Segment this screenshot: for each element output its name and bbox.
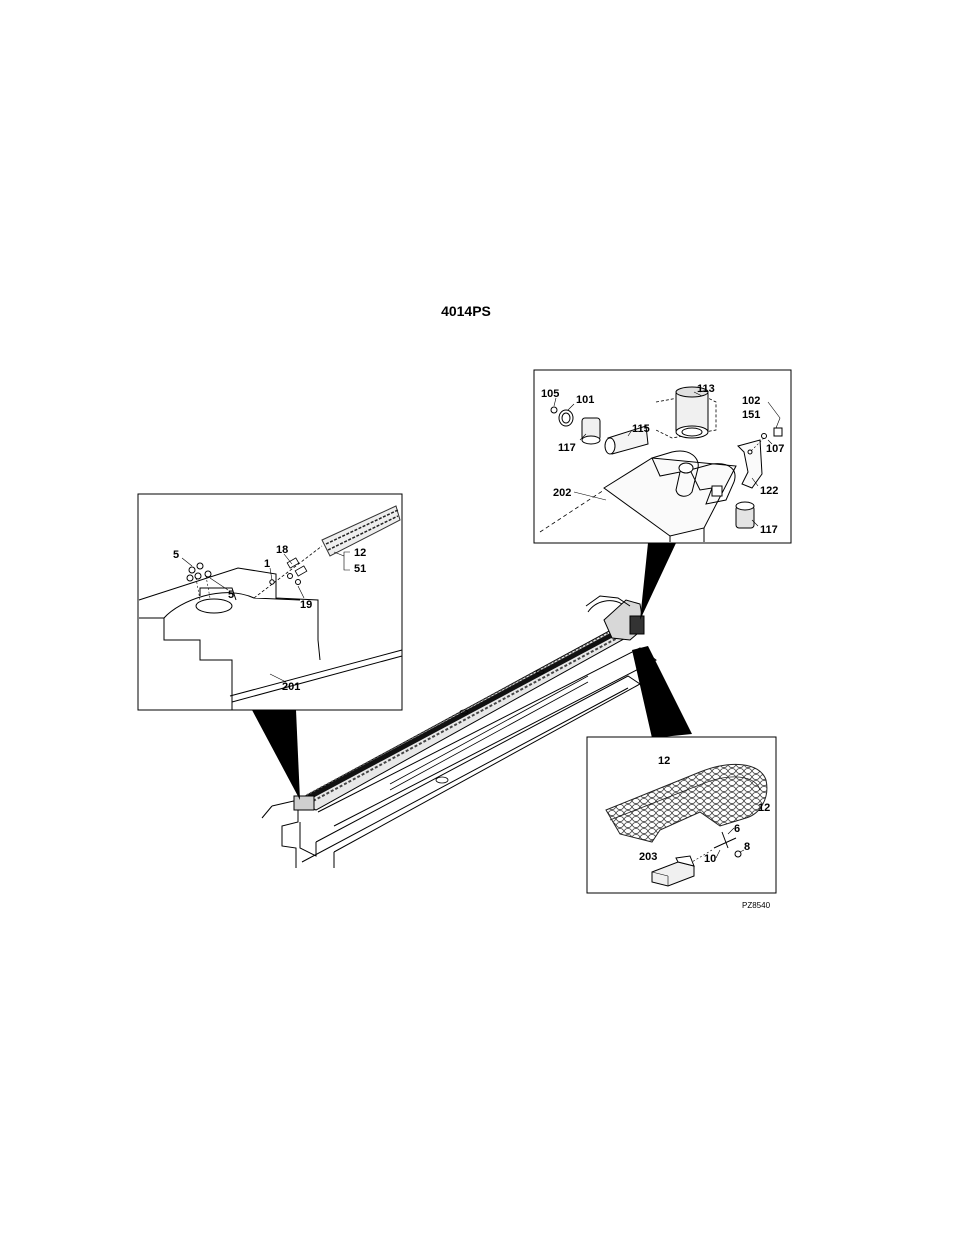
callout-107: 107 — [766, 443, 784, 455]
callout-12: 12 — [354, 547, 366, 559]
callout-10: 10 — [704, 853, 716, 865]
callout-113: 113 — [697, 383, 715, 395]
callout-105: 105 — [541, 388, 559, 400]
callout-102: 102 — [742, 395, 760, 407]
callout-117-upper: 117 — [558, 442, 576, 454]
left-detail-view: 5 5 18 1 12 51 19 201 — [138, 494, 402, 710]
callout-6: 6 — [734, 823, 740, 835]
callout-115: 115 — [632, 423, 650, 435]
figure-id: PZ8540 — [742, 901, 771, 910]
diagram-title: 4014PS — [441, 303, 491, 319]
leader-wedge-left — [252, 710, 300, 800]
callout-12-top: 12 — [658, 755, 670, 767]
leader-wedge-bottom-right — [632, 646, 692, 738]
bottom-right-detail-view: 12 12 6 203 10 8 — [587, 737, 776, 893]
callout-122: 122 — [760, 485, 778, 497]
callout-5a: 5 — [173, 549, 179, 561]
callout-5b: 5 — [228, 589, 234, 601]
callout-1: 1 — [264, 558, 270, 570]
callout-8: 8 — [744, 841, 750, 853]
callout-101: 101 — [576, 394, 594, 406]
callout-201: 201 — [282, 681, 300, 693]
callout-203: 203 — [639, 851, 657, 863]
callout-19: 19 — [300, 599, 312, 611]
callout-51: 51 — [354, 563, 366, 575]
callout-12-right: 12 — [758, 802, 770, 814]
callout-202: 202 — [553, 487, 571, 499]
callout-117-lower: 117 — [760, 524, 778, 536]
callout-18: 18 — [276, 544, 288, 556]
callout-151: 151 — [742, 409, 760, 421]
leader-wedge-top-right — [640, 543, 676, 620]
top-right-detail-view: 105 101 113 102 151 117 115 107 202 122 … — [534, 370, 791, 543]
